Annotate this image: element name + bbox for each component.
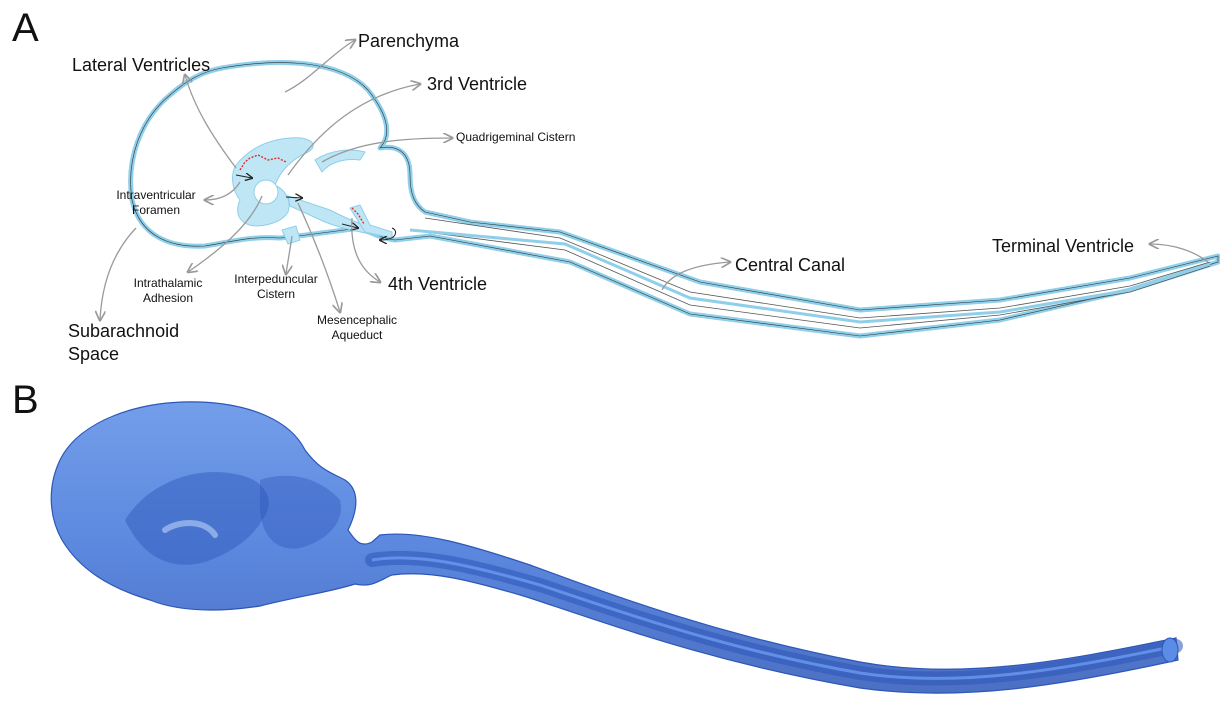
label-subarachnoid-space: Subarachnoid Space [68, 320, 179, 365]
panel-b: B [0, 370, 1220, 711]
intrathalamic-adhesion-hole [254, 180, 278, 204]
label-central-canal: Central Canal [735, 254, 845, 277]
fourth-ventricle [350, 205, 392, 238]
label-subarachnoid-line2: Space [68, 343, 179, 366]
label-intraventricular-foramen: Intraventricular Foramen [110, 188, 202, 218]
label-intrathalamic-line2: Adhesion [124, 291, 212, 306]
label-intrathalamic-line1: Intrathalamic [124, 276, 212, 291]
label-mesencephalic-line2: Aqueduct [312, 328, 402, 343]
model-terminal-end [1162, 638, 1178, 662]
label-quadrigeminal-cistern: Quadrigeminal Cistern [456, 130, 575, 145]
label-mesencephalic-aqueduct: Mesencephalic Aqueduct [312, 313, 402, 343]
label-intraventricular-foramen-line2: Foramen [110, 203, 202, 218]
panel-a: A [0, 0, 1220, 370]
csf-3d-model [0, 370, 1220, 711]
label-interpeduncular-line1: Interpeduncular [226, 272, 326, 287]
label-parenchyma: Parenchyma [358, 30, 459, 53]
label-subarachnoid-line1: Subarachnoid [68, 320, 179, 343]
label-lateral-ventricles: Lateral Ventricles [72, 54, 210, 77]
label-terminal-ventricle: Terminal Ventricle [992, 235, 1134, 258]
leader-lateral-ventricles [185, 75, 236, 168]
label-interpeduncular-line2: Cistern [226, 287, 326, 302]
label-interpeduncular-cistern: Interpeduncular Cistern [226, 272, 326, 302]
label-third-ventricle: 3rd Ventricle [427, 73, 527, 96]
label-fourth-ventricle: 4th Ventricle [388, 273, 487, 296]
label-intrathalamic-adhesion: Intrathalamic Adhesion [124, 276, 212, 306]
leader-subarachnoid [100, 228, 136, 320]
label-intraventricular-foramen-line1: Intraventricular [110, 188, 202, 203]
leader-third-ventricle [288, 84, 420, 175]
label-mesencephalic-line1: Mesencephalic [312, 313, 402, 328]
